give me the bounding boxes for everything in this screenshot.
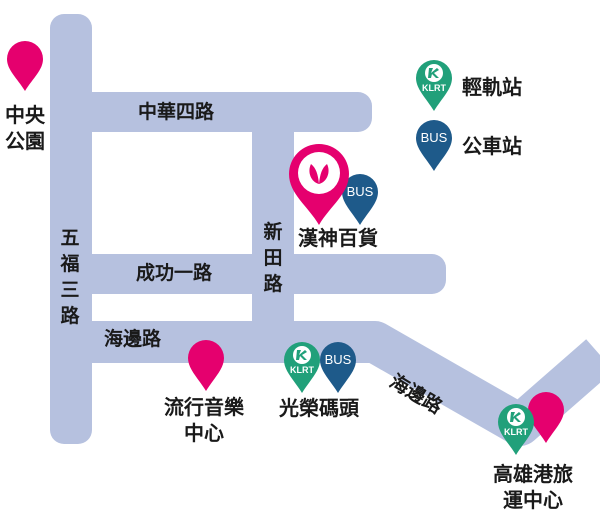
legend-bus-label: 公車站	[462, 134, 522, 158]
place-label-music-center: 流行音樂中心	[164, 395, 244, 445]
road-label-chenggong1: 成功一路	[136, 262, 213, 284]
guangrong-bus-badge: BUS	[325, 352, 352, 367]
road-chenggong1	[50, 254, 446, 294]
hanshin-bus-badge: BUS	[347, 184, 374, 199]
port-terminal-klrt-pin-icon[interactable]: KLRT	[496, 402, 536, 456]
port-terminal-pin-icon[interactable]	[526, 390, 566, 444]
place-label-central-park: 中央公園	[5, 103, 45, 153]
legend-klrt-label: 輕軌站	[462, 75, 522, 99]
hanshin-dept-store-pin-icon[interactable]	[286, 142, 352, 226]
road-label-zhonghua4: 中華四路	[138, 101, 215, 123]
road-label-wufu3: 五福三路	[60, 227, 80, 327]
legend-bus-badge: BUS	[421, 130, 448, 145]
place-label-hanshin: 漢神百貨	[298, 226, 378, 250]
central-park-pin-icon[interactable]	[5, 40, 45, 92]
place-label-guangrong: 光榮碼頭	[279, 396, 359, 420]
legend-klrt-badge: KLRT	[422, 83, 446, 93]
legend-klrt-pin-icon: KLRT	[416, 60, 452, 111]
legend-bus-pin-icon: BUS	[416, 120, 452, 171]
hanshin-bus-pin-icon[interactable]: BUS	[340, 172, 380, 226]
music-center-pin-icon[interactable]	[186, 338, 226, 392]
guangrong-klrt-pin-icon[interactable]: KLRT	[282, 340, 322, 394]
guangrong-klrt-badge: KLRT	[290, 365, 314, 375]
port-terminal-klrt-badge: KLRT	[504, 427, 528, 437]
road-zhonghua4	[50, 92, 372, 132]
guangrong-bus-pin-icon[interactable]: BUS	[318, 340, 358, 394]
road-label-xintian: 新田路	[263, 221, 283, 295]
place-label-port-terminal: 高雄港旅運中心	[493, 462, 573, 512]
road-xintian	[252, 92, 294, 354]
road-wufu3	[50, 14, 92, 444]
road-label-haibian-west: 海邊路	[104, 328, 162, 350]
